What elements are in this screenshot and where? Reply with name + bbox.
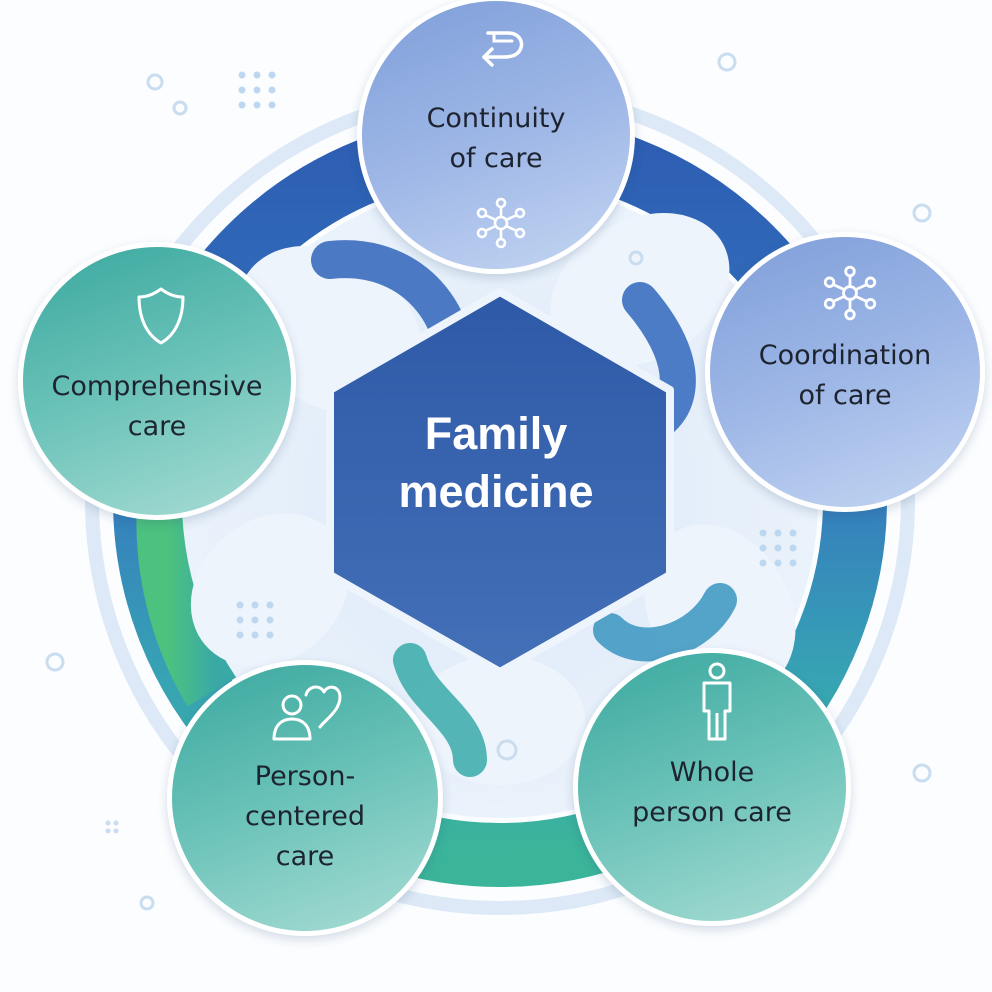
swirl-lobe: [190, 513, 350, 667]
dot-grid-decoration: [236, 601, 274, 639]
node-person-line3: care: [275, 841, 335, 872]
node-coordination-line2: of care: [798, 380, 892, 411]
swirl-arm: [393, 643, 487, 777]
network-icon: [823, 265, 877, 321]
person-icon: [702, 662, 732, 741]
node-continuity-of-care: Continuity of care: [357, 0, 635, 274]
node-whole-person-care: Whole person care: [573, 648, 851, 926]
person-heart-icon: [272, 685, 342, 741]
center-title-line1: Family: [424, 408, 568, 459]
node-comprehensive-care: Comprehensive care: [18, 242, 296, 520]
node-coordination-line1: Coordination: [758, 340, 932, 371]
swirl-arm: [593, 583, 737, 662]
node-continuity-line2: of care: [449, 143, 543, 174]
node-person-centered-care: Person- centered care: [167, 660, 443, 936]
dot-grid-decoration: [238, 71, 276, 109]
node-coordination-of-care: Coordination of care: [705, 232, 985, 512]
dot-grid-decoration: [759, 529, 797, 567]
center-title-line2: medicine: [398, 466, 594, 517]
node-whole-line2: person care: [632, 797, 792, 828]
network-icon: [476, 197, 526, 249]
node-comprehensive-line2: care: [127, 411, 187, 442]
node-person-line2: centered: [244, 801, 366, 832]
node-person-line1: Person-: [254, 761, 356, 792]
node-continuity-line1: Continuity: [426, 103, 566, 134]
plus-decoration: [105, 820, 119, 834]
node-comprehensive-line1: Comprehensive: [51, 371, 263, 402]
center-hexagon: [326, 288, 674, 676]
center-title: Family medicine: [336, 405, 656, 521]
return-arrow-icon: [482, 31, 524, 67]
ring-decoration: [45, 52, 932, 911]
shield-icon: [137, 287, 185, 345]
node-whole-line1: Whole: [669, 757, 755, 788]
